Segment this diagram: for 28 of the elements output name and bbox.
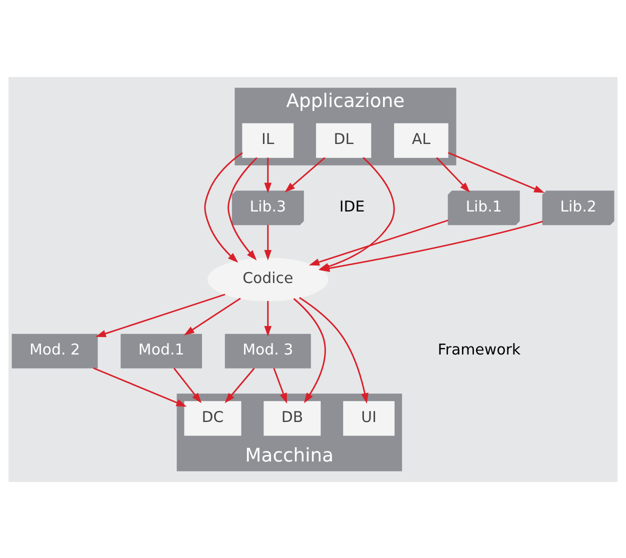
arrow	[273, 367, 288, 404]
node-box: UI	[343, 400, 395, 436]
arrow	[448, 152, 545, 192]
arrow	[436, 156, 470, 192]
label: IDE	[339, 196, 365, 215]
label: Framework	[438, 340, 521, 358]
arrow	[224, 367, 255, 403]
arrow	[184, 297, 241, 335]
node-box: AL	[394, 122, 448, 158]
arrow	[308, 219, 448, 266]
node-box: Mod. 3	[224, 333, 311, 368]
arrow	[299, 296, 368, 404]
arrow	[173, 367, 202, 403]
arrow	[204, 152, 243, 262]
node-box: Mod. 2	[12, 333, 98, 368]
arrow	[264, 300, 272, 336]
arrow	[284, 156, 326, 192]
arrow	[264, 157, 272, 193]
node-box: DB	[264, 400, 321, 436]
node-box: DL	[316, 122, 372, 158]
node-box: Mod.1	[120, 333, 202, 368]
arrow	[95, 293, 226, 337]
node-box: DC	[184, 400, 242, 436]
node-box: IL	[242, 122, 294, 158]
arrow	[93, 366, 187, 406]
arrow	[264, 224, 272, 260]
arrow	[293, 298, 326, 403]
arrow	[228, 156, 258, 260]
